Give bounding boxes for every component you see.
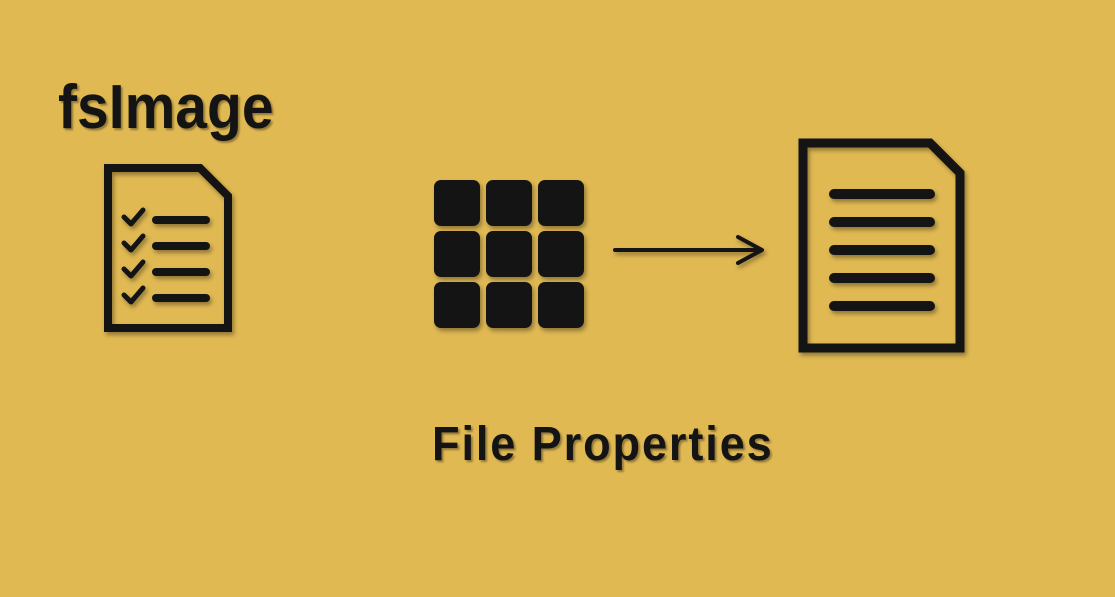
fsimage-title: fsImage: [58, 73, 274, 142]
text-document-icon: [796, 136, 968, 356]
file-properties-label: File Properties: [432, 418, 774, 471]
grid-blocks-icon: [432, 180, 586, 332]
checklist-document-icon: [100, 160, 240, 338]
arrow-right-icon: [612, 232, 768, 268]
